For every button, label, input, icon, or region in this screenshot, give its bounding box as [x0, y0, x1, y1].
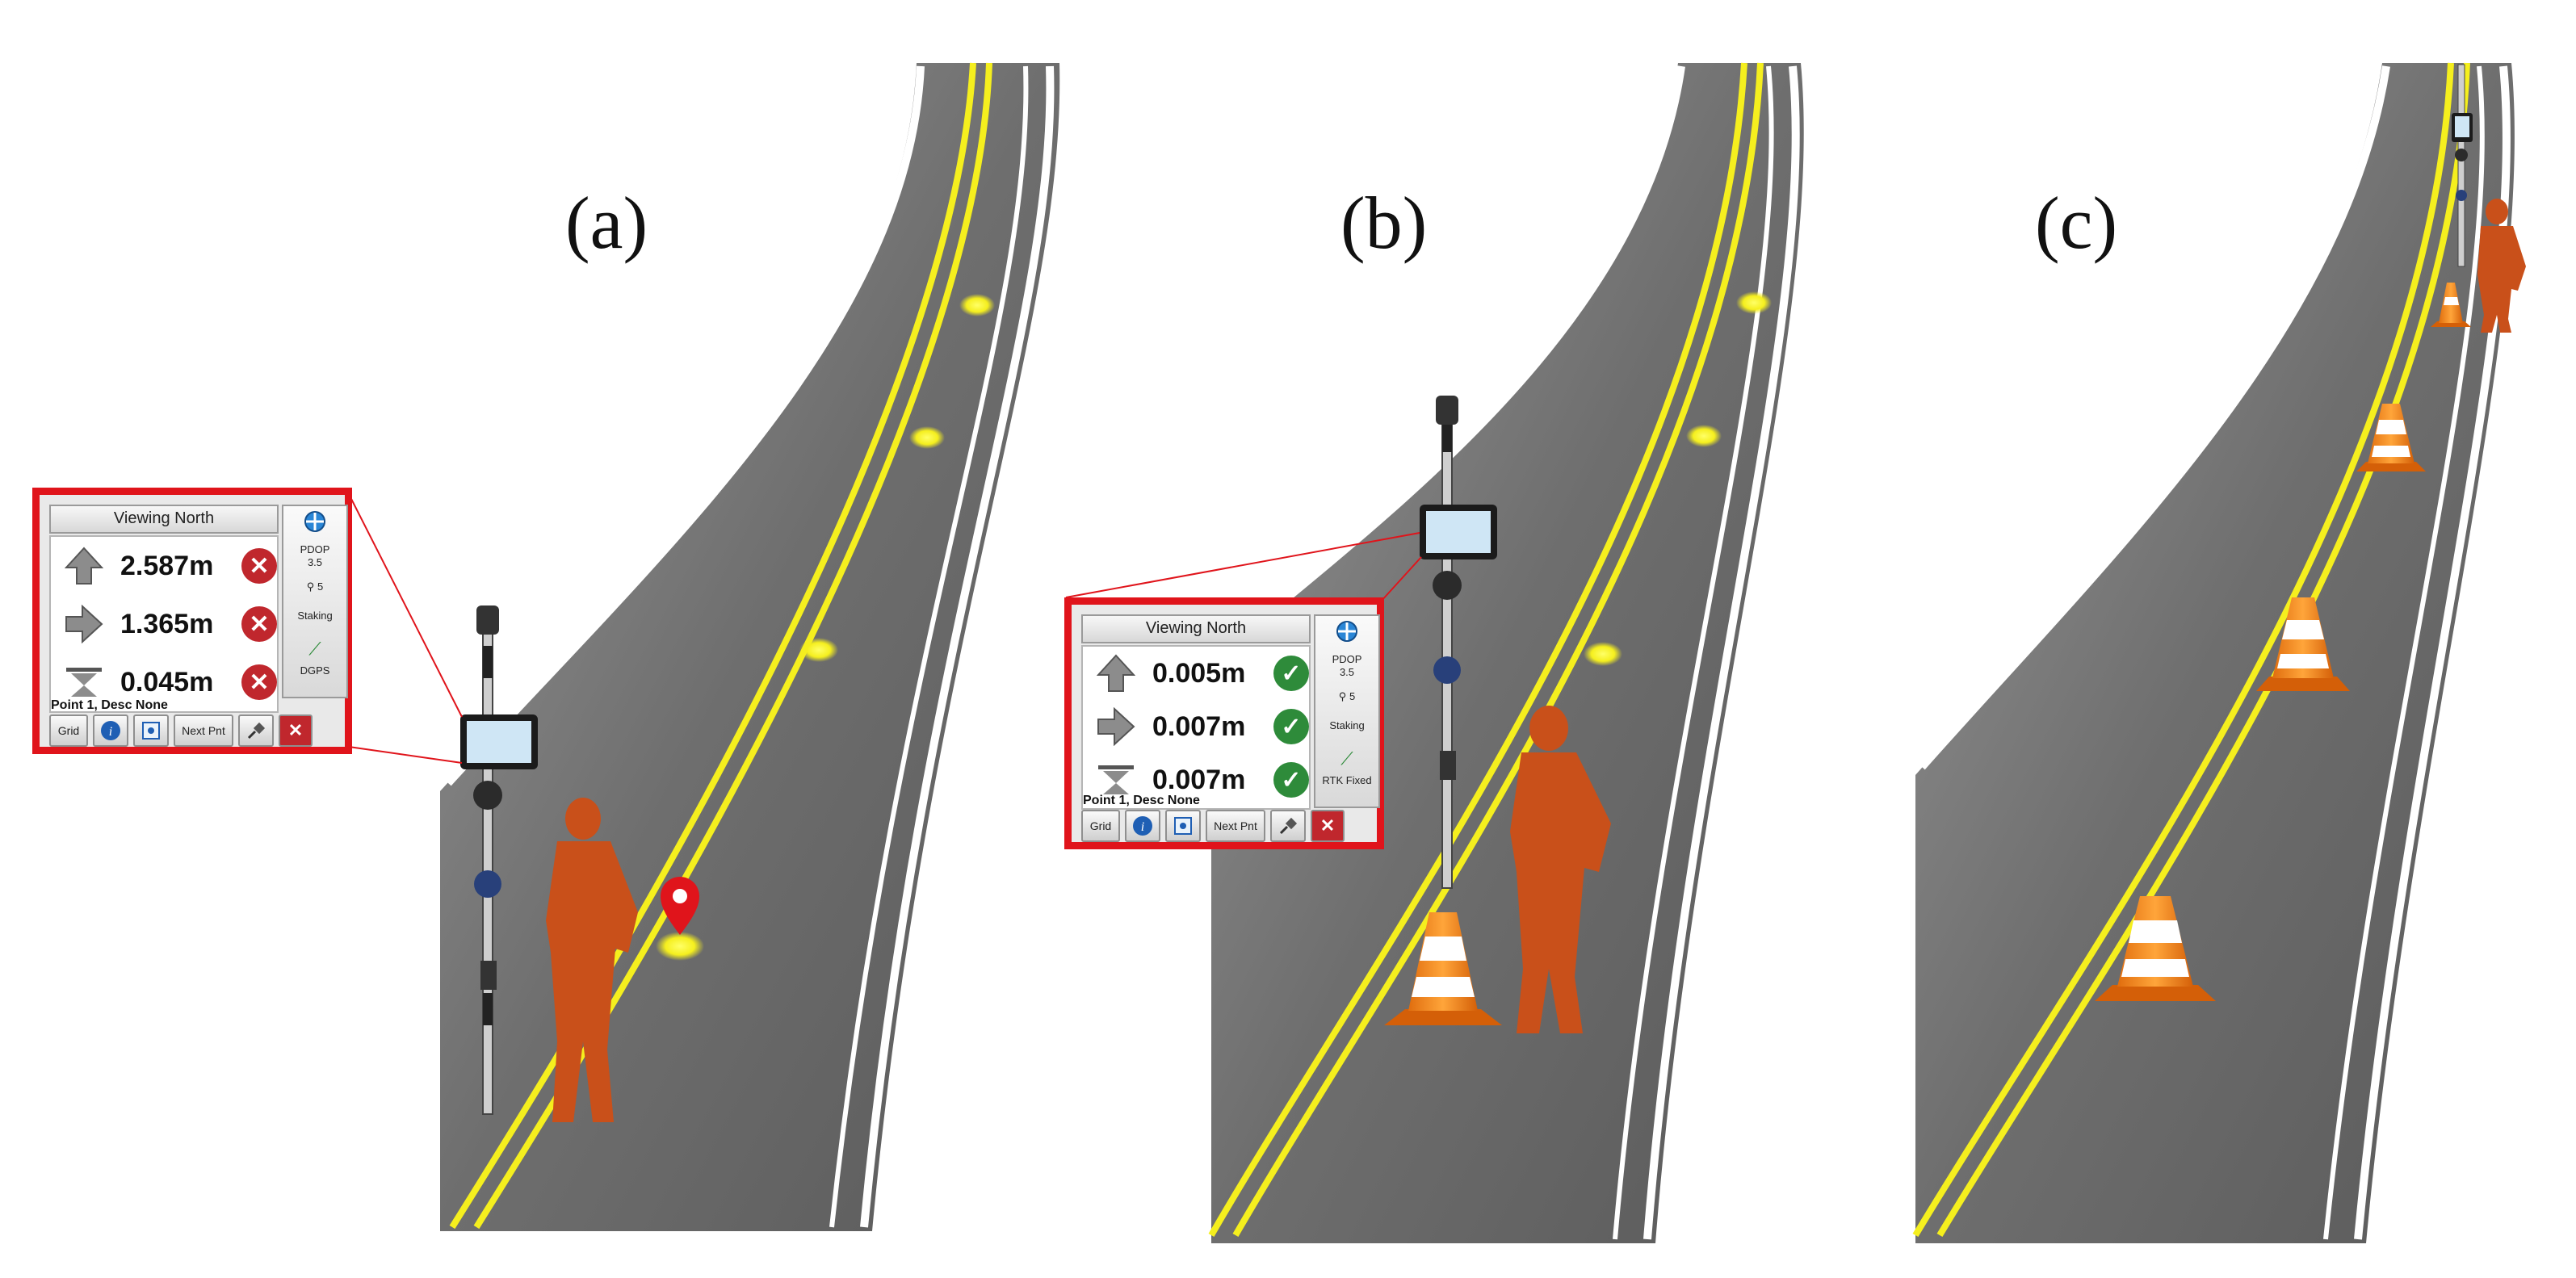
target-icon[interactable]	[1165, 810, 1201, 842]
person-b	[1510, 706, 1611, 1033]
callout-leader-line	[348, 493, 463, 718]
elevation-icon	[59, 660, 109, 704]
north-offset-value: 2.587m	[120, 550, 214, 581]
road-b	[1208, 62, 1804, 1243]
elevation-icon	[1091, 758, 1141, 802]
info-icon[interactable]: i	[1125, 810, 1160, 842]
panel-label-b: (b)	[1340, 182, 1428, 264]
fix-type-label: DGPS	[300, 664, 330, 677]
mode-label[interactable]: Staking	[297, 610, 333, 622]
check-icon: ✓	[1273, 656, 1309, 691]
gnss-screen-callout-b: Viewing North PDOP 3.5 ⚲ 5 Staking ⟋ RTK…	[1064, 597, 1384, 849]
offset-readout: 0.005m ✓ 0.007m ✓ 0.007m ✓	[1081, 645, 1311, 810]
location-pin-icon	[661, 877, 699, 935]
panel-label-c: (c)	[2035, 182, 2118, 264]
info-icon[interactable]: i	[93, 714, 128, 747]
close-icon[interactable]: ✕	[279, 714, 313, 747]
elevation-offset-value: 0.045m	[120, 666, 214, 698]
pdop-value: 3.5	[307, 556, 323, 568]
callout-leader-line	[1065, 532, 1420, 598]
svg-text:i: i	[1141, 820, 1144, 834]
road-c	[1912, 62, 2515, 1243]
target-marker-dot	[656, 932, 704, 961]
traffic-cone-c-3	[2256, 597, 2350, 691]
marker-dot	[959, 294, 995, 316]
traffic-cone-c-2	[2356, 404, 2426, 471]
pdop-value: 3.5	[1339, 666, 1355, 678]
gnss-screen-callout-a: Viewing North PDOP 3.5 ⚲ 5 Staking ⟋ DGP…	[32, 488, 352, 754]
satellite-count: ⚲ 5	[306, 580, 324, 593]
satellite-icon: ⚲	[306, 580, 315, 593]
error-icon: ✕	[241, 606, 277, 642]
error-icon: ✕	[241, 548, 277, 584]
target-icon[interactable]	[133, 714, 169, 747]
callout-leader-line	[348, 746, 463, 764]
marker-dot	[909, 426, 945, 449]
elevation-offset-row: 0.045m ✕	[51, 653, 277, 711]
status-sidebar: PDOP 3.5 ⚲ 5 Staking ⟋ DGPS	[282, 505, 348, 698]
east-offset-value: 1.365m	[120, 608, 214, 639]
status-sidebar: PDOP 3.5 ⚲ 5 Staking ⟋ RTK Fixed	[1314, 614, 1380, 808]
screen-caption: Viewing North	[1081, 614, 1311, 643]
marker-dot	[1686, 425, 1722, 447]
panel-label-a: (a)	[565, 182, 648, 264]
check-icon: ✓	[1273, 709, 1309, 744]
pdop-label: PDOP	[300, 543, 330, 555]
east-offset-row: 0.007m ✓	[1083, 700, 1309, 753]
fix-type-label: RTK Fixed	[1322, 774, 1372, 786]
north-offset-value: 0.005m	[1152, 657, 1246, 689]
screen-caption: Viewing North	[49, 505, 279, 534]
east-offset-row: 1.365m ✕	[51, 595, 277, 653]
road-a	[440, 62, 1060, 1231]
marker-dot	[799, 638, 838, 662]
person-c	[2477, 199, 2526, 333]
right-arrow-icon	[59, 602, 109, 646]
traffic-cone-b	[1384, 912, 1502, 1025]
satellite-icon: ⚲	[1338, 690, 1347, 702]
grid-button[interactable]: Grid	[49, 714, 88, 747]
next-point-button[interactable]: Next Pnt	[1206, 810, 1265, 842]
marker-dot	[1584, 642, 1622, 666]
offset-readout: 2.587m ✕ 1.365m ✕ 0.045m ✕	[49, 535, 279, 713]
bottom-toolbar: Grid i Next Pnt ✕	[49, 714, 313, 747]
gnss-pole-b	[1420, 396, 1497, 889]
east-offset-value: 0.007m	[1152, 710, 1246, 742]
point-label: Point 1, Desc None	[51, 698, 168, 712]
fix-type-icon: ⟋	[308, 639, 321, 659]
right-arrow-icon	[1091, 705, 1141, 748]
check-icon: ✓	[1273, 762, 1309, 798]
traffic-cone-c-4	[2095, 896, 2216, 1001]
elevation-offset-row: 0.007m ✓	[1083, 753, 1309, 807]
gnss-pole-a	[460, 605, 538, 1115]
pdop-label: PDOP	[1332, 653, 1362, 665]
callout-leader-line	[1380, 556, 1422, 602]
next-point-button[interactable]: Next Pnt	[174, 714, 233, 747]
north-offset-row: 2.587m ✕	[51, 537, 277, 595]
mode-label[interactable]: Staking	[1329, 719, 1365, 731]
satellite-count: ⚲ 5	[1338, 690, 1356, 702]
north-offset-row: 0.005m ✓	[1083, 647, 1309, 700]
crosshair-icon[interactable]	[1315, 619, 1378, 646]
svg-text:i: i	[109, 725, 112, 739]
grid-button[interactable]: Grid	[1081, 810, 1120, 842]
fix-type-icon: ⟋	[1340, 748, 1353, 769]
gnss-pole-c	[2452, 64, 2473, 267]
satellite-icon[interactable]	[238, 714, 274, 747]
close-icon[interactable]: ✕	[1311, 810, 1345, 842]
marker-dot	[1736, 291, 1772, 314]
error-icon: ✕	[241, 664, 277, 700]
satellite-icon[interactable]	[1270, 810, 1306, 842]
crosshair-icon[interactable]	[283, 509, 346, 536]
traffic-cone-c-far	[2431, 283, 2471, 327]
point-label: Point 1, Desc None	[1083, 794, 1200, 807]
elevation-offset-value: 0.007m	[1152, 764, 1246, 795]
bottom-toolbar: Grid i Next Pnt ✕	[1081, 810, 1345, 842]
up-arrow-icon	[59, 544, 109, 588]
person-a	[546, 798, 638, 1122]
up-arrow-icon	[1091, 652, 1141, 695]
